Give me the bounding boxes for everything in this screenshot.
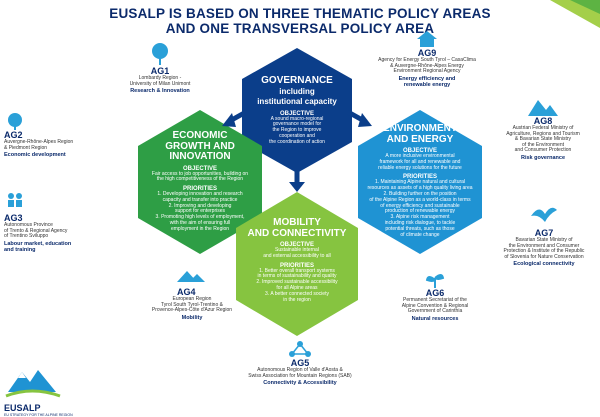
mobility-content: MOBILITY AND CONNECTIVITY OBJECTIVE Sust… — [242, 217, 352, 303]
mobility-objective-label: OBJECTIVE — [279, 242, 314, 248]
title-line-2: AND ONE TRANSVERSAL POLICY AREA — [165, 21, 435, 36]
plant-icon — [425, 274, 445, 288]
environment-title-2: AND ENERGY — [386, 133, 454, 145]
economic-hexagon — [138, 110, 262, 254]
mobility-title-2: AND CONNECTIVITY — [247, 227, 347, 239]
ag4-theme: Mobility — [181, 314, 203, 321]
mountain-logo-icon — [5, 370, 61, 398]
ag1-desc: Lombardy Region -University of Milan Uni… — [129, 75, 191, 87]
ag9-code: AG9 — [417, 48, 437, 58]
people-icon — [8, 193, 22, 207]
environment-objective-label: OBJECTIVE — [402, 148, 437, 154]
tree-icon — [8, 113, 22, 130]
ag3-theme-2: and training — [4, 246, 36, 253]
environment-hexagon — [358, 110, 482, 254]
ag6-theme: Natural resources — [411, 315, 459, 322]
governance-title-3: institutional capacity — [257, 97, 337, 106]
mountain-road-icon — [177, 271, 205, 282]
ag1-code: AG1 — [150, 66, 170, 76]
ag3-theme: Labour market, education — [4, 240, 72, 247]
ag5-theme: Connectivity & Accessibility — [263, 380, 337, 387]
ag2-theme: Economic development — [4, 152, 66, 159]
action-group-ag1: AG1 Lombardy Region -University of Milan… — [110, 42, 210, 94]
environment-priorities: 1. Maintaining Alpine natural and cultur… — [367, 179, 473, 238]
mobility-title-1: MOBILITY — [273, 217, 321, 228]
tree-icon — [152, 43, 168, 65]
economic-objective-label: OBJECTIVE — [182, 165, 217, 172]
environment-title-1: ENVIRONMENT — [383, 123, 457, 134]
environment-content: ENVIRONMENT AND ENERGY OBJECTIVE A more … — [362, 123, 478, 238]
economic-objective: Fair access to job opportunities, buildi… — [151, 170, 249, 183]
economic-content: ECONOMIC GROWTH AND INNOVATION OBJECTIVE… — [143, 130, 257, 233]
ag1-theme: Research & Innovation — [130, 88, 190, 95]
network-icon — [289, 341, 311, 357]
house-icon — [417, 31, 437, 47]
ag2-code: AG2 — [4, 130, 23, 140]
mobility-objective: Sustainable internal and external access… — [263, 247, 331, 259]
mobility-hexagon — [236, 192, 358, 336]
title-line-1: EUSALP IS BASED ON THREE THEMATIC POLICY… — [109, 6, 491, 21]
ag9-theme: Energy efficiency and — [398, 75, 456, 82]
ag3-code: AG3 — [4, 213, 23, 223]
logo-tagline: EU STRATEGY FOR THE ALPINE REGION — [4, 413, 73, 417]
economic-priorities-label: PRIORITIES — [182, 186, 217, 193]
ag9-theme-2: renewable energy — [403, 81, 451, 88]
governance-objective-label: OBJECTIVE — [279, 110, 314, 117]
logo-name: EUSALP — [4, 403, 41, 413]
environment-priorities-label: PRIORITIES — [402, 174, 437, 181]
governance-content: GOVERNANCE including institutional capac… — [248, 75, 346, 145]
economic-priorities: 1. Developing innovation and research ca… — [155, 191, 245, 232]
ag7-code: AG7 — [534, 228, 554, 238]
economic-title-1: ECONOMIC — [172, 130, 228, 141]
ag2-desc: Auvergne-Rhône-Alpes Region& Piedmont Re… — [4, 139, 74, 151]
page-title: EUSALP IS BASED ON THREE THEMATIC POLICY… — [0, 6, 600, 36]
economic-title-3: INNOVATION — [169, 151, 231, 162]
mobility-priorities-label: PRIORITIES — [279, 262, 314, 269]
corner-decoration — [550, 0, 600, 28]
ag5-code: AG5 — [290, 358, 310, 368]
ag8-code: AG8 — [533, 116, 553, 126]
ag5-desc: Autonomous Region of Valle d'Aosta &Swis… — [248, 367, 352, 379]
action-group-ag9: AG9 Agency for Energy South Tyrol – Casa… — [362, 30, 492, 88]
ag6-code: AG6 — [425, 288, 445, 298]
ag8-theme: Risk governance — [520, 154, 566, 161]
governance-hexagon — [242, 48, 352, 173]
bird-icon — [531, 207, 557, 222]
governance-title: GOVERNANCE — [261, 75, 333, 86]
governance-objective: A sound macro-regional governance model … — [269, 115, 325, 145]
ag9-desc: Agency for Energy South Tyrol – CasaClim… — [378, 57, 476, 75]
eusalp-logo: EUSALP EU STRATEGY FOR THE ALPINE REGION — [4, 358, 73, 417]
action-group-ag2: AG2 Auvergne-Rhône-Alpes Region& Piedmon… — [4, 112, 94, 158]
ag4-code: AG4 — [177, 287, 196, 297]
economic-title-2: GROWTH AND — [165, 140, 235, 152]
governance-title-2: including — [279, 86, 315, 96]
action-group-ag5: AG5 Autonomous Region of Valle d'Aosta &… — [235, 340, 365, 386]
ag7-theme: Ecological connectivity — [513, 261, 575, 268]
mobility-priorities: 1. Better overall transport systems in t… — [256, 267, 338, 303]
environment-objective: A more inclusive environmental framework… — [378, 153, 462, 171]
mountain-icon — [528, 100, 558, 116]
